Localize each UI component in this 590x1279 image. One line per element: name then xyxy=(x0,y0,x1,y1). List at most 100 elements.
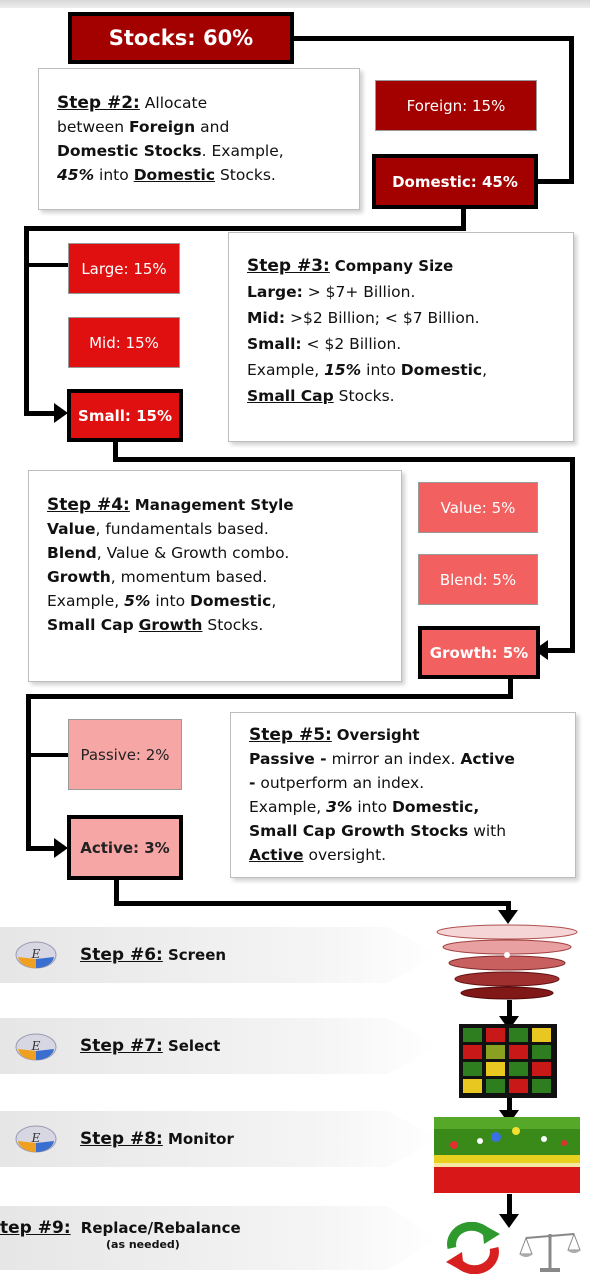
step5-title: Oversight xyxy=(336,726,420,744)
step9-text: Replace/Rebalance xyxy=(80,1219,241,1237)
step5-text: into xyxy=(357,798,388,816)
step8-label: Step #8: Monitor xyxy=(80,1111,234,1167)
step4-text: Example, xyxy=(47,592,120,610)
step2-text: Allocate xyxy=(144,94,208,112)
step5-text: outperform an index. xyxy=(260,774,425,792)
small-box: Small: 15% xyxy=(67,389,183,442)
step2-bold: Domestic xyxy=(133,166,216,184)
step3-text: into xyxy=(366,361,396,379)
step5-heading: Step #5: xyxy=(249,725,332,745)
passive-box: Passive: 2% xyxy=(68,719,182,790)
step2-text: and xyxy=(200,118,230,136)
step3-bold: Small: xyxy=(247,335,302,353)
step5-text: mirror an index. xyxy=(331,750,456,768)
step6-text: Screen xyxy=(167,946,227,964)
step7-label: Step #7: Select xyxy=(80,1018,220,1074)
balance-scale-icon xyxy=(519,1232,581,1272)
step5-bold: Domestic, xyxy=(392,798,480,816)
mid-box: Mid: 15% xyxy=(68,317,180,368)
eq-logo-icon: E xyxy=(15,1033,57,1061)
step7-text: Select xyxy=(167,1037,221,1055)
step3-text: >$2 Billion; < $7 Billion. xyxy=(289,309,480,327)
step9-note: (as needed) xyxy=(106,1238,180,1251)
large-box: Large: 15% xyxy=(68,243,180,294)
step2-text: . Example, xyxy=(201,142,284,160)
step2-heading: Step #2: xyxy=(57,93,140,113)
step9-label: tep #9: Replace/Rebalance (as needed) xyxy=(0,1218,300,1251)
step6-label: Step #6: Screen xyxy=(80,927,226,983)
step2-percent: 45% xyxy=(57,166,95,184)
svg-text:E: E xyxy=(31,947,41,961)
step4-bold: Growth xyxy=(138,616,203,634)
step5-bold: - xyxy=(249,774,256,792)
stocks-box: Stocks: 60% xyxy=(68,12,294,64)
step2-text: into xyxy=(99,166,129,184)
step7-heading: Step #7: xyxy=(80,1036,163,1056)
step3-text: Stocks. xyxy=(338,387,395,405)
step4-text: Stocks. xyxy=(207,616,264,634)
step4-text: , momentum based. xyxy=(110,568,268,586)
step5-bold: Active xyxy=(460,750,515,768)
select-grid-icon xyxy=(459,1024,557,1098)
step4-bold: Value xyxy=(47,520,96,538)
step8-band xyxy=(0,1111,440,1167)
step2-text: between xyxy=(57,118,125,136)
step3-text: Example, xyxy=(247,361,320,379)
step4-text: , xyxy=(271,592,277,610)
step2-bold: Foreign xyxy=(128,118,196,136)
screen-filter-icon xyxy=(436,924,578,1000)
step3-percent: 15% xyxy=(324,361,362,379)
step5-text: with xyxy=(473,822,507,840)
step5-text: Example, xyxy=(249,798,322,816)
step5-percent: 3% xyxy=(326,798,353,816)
refresh-icon xyxy=(446,1222,500,1274)
step3-text: > $7+ Billion. xyxy=(307,283,416,301)
step3-panel: Step #3: Company Size Large: > $7+ Billi… xyxy=(228,232,574,442)
step5-panel: Step #5: Oversight Passive - mirror an i… xyxy=(230,712,576,878)
blend-box: Blend: 5% xyxy=(418,554,538,605)
step6-band xyxy=(0,927,440,983)
active-box: Active: 3% xyxy=(67,815,183,880)
step4-text: , Value & Growth combo. xyxy=(96,544,290,562)
step7-band xyxy=(0,1018,440,1074)
step3-bold: Domestic xyxy=(400,361,483,379)
domestic-box: Domestic: 45% xyxy=(372,154,538,209)
step9-heading: tep #9: xyxy=(0,1218,71,1238)
step4-text: , fundamentals based. xyxy=(95,520,269,538)
step6-heading: Step #6: xyxy=(80,945,163,965)
step3-text: < $2 Billion. xyxy=(306,335,402,353)
step3-bold: Small Cap xyxy=(247,387,334,405)
step8-text: Monitor xyxy=(167,1130,234,1148)
step4-percent: 5% xyxy=(124,592,151,610)
step3-bold: Mid: xyxy=(247,309,286,327)
step3-bold: Large: xyxy=(247,283,303,301)
step5-bold: Small Cap Growth Stocks xyxy=(249,822,469,840)
step3-text: , xyxy=(482,361,488,379)
step4-text: into xyxy=(155,592,186,610)
step4-panel: Step #4: Management Style Value, fundame… xyxy=(28,470,402,682)
svg-text:E: E xyxy=(31,1131,41,1145)
step4-bold: Growth xyxy=(47,568,111,586)
step4-heading: Step #4: xyxy=(47,495,130,515)
top-strip xyxy=(0,0,590,8)
step8-heading: Step #8: xyxy=(80,1129,163,1149)
step3-heading: Step #3: xyxy=(247,256,330,276)
value-box: Value: 5% xyxy=(418,482,538,533)
step2-panel: Step #2: Allocate between Foreign and Do… xyxy=(38,68,360,210)
eq-logo-icon: E xyxy=(15,941,57,969)
foreign-box: Foreign: 15% xyxy=(375,80,537,131)
step5-bold: Active xyxy=(249,846,304,864)
growth-box: Growth: 5% xyxy=(418,626,540,679)
monitor-track-icon xyxy=(434,1117,580,1193)
step5-text: oversight. xyxy=(308,846,387,864)
step4-bold: Small Cap xyxy=(47,616,134,634)
step5-bold: Passive - xyxy=(249,750,327,768)
svg-text:E: E xyxy=(31,1039,41,1053)
step9-band xyxy=(0,1206,440,1270)
step2-text: Stocks. xyxy=(219,166,276,184)
step4-bold: Domestic xyxy=(190,592,272,610)
step4-title: Management Style xyxy=(134,496,294,514)
step3-title: Company Size xyxy=(334,257,454,275)
step4-bold: Blend xyxy=(47,544,97,562)
step2-bold: Domestic Stocks xyxy=(57,142,202,160)
